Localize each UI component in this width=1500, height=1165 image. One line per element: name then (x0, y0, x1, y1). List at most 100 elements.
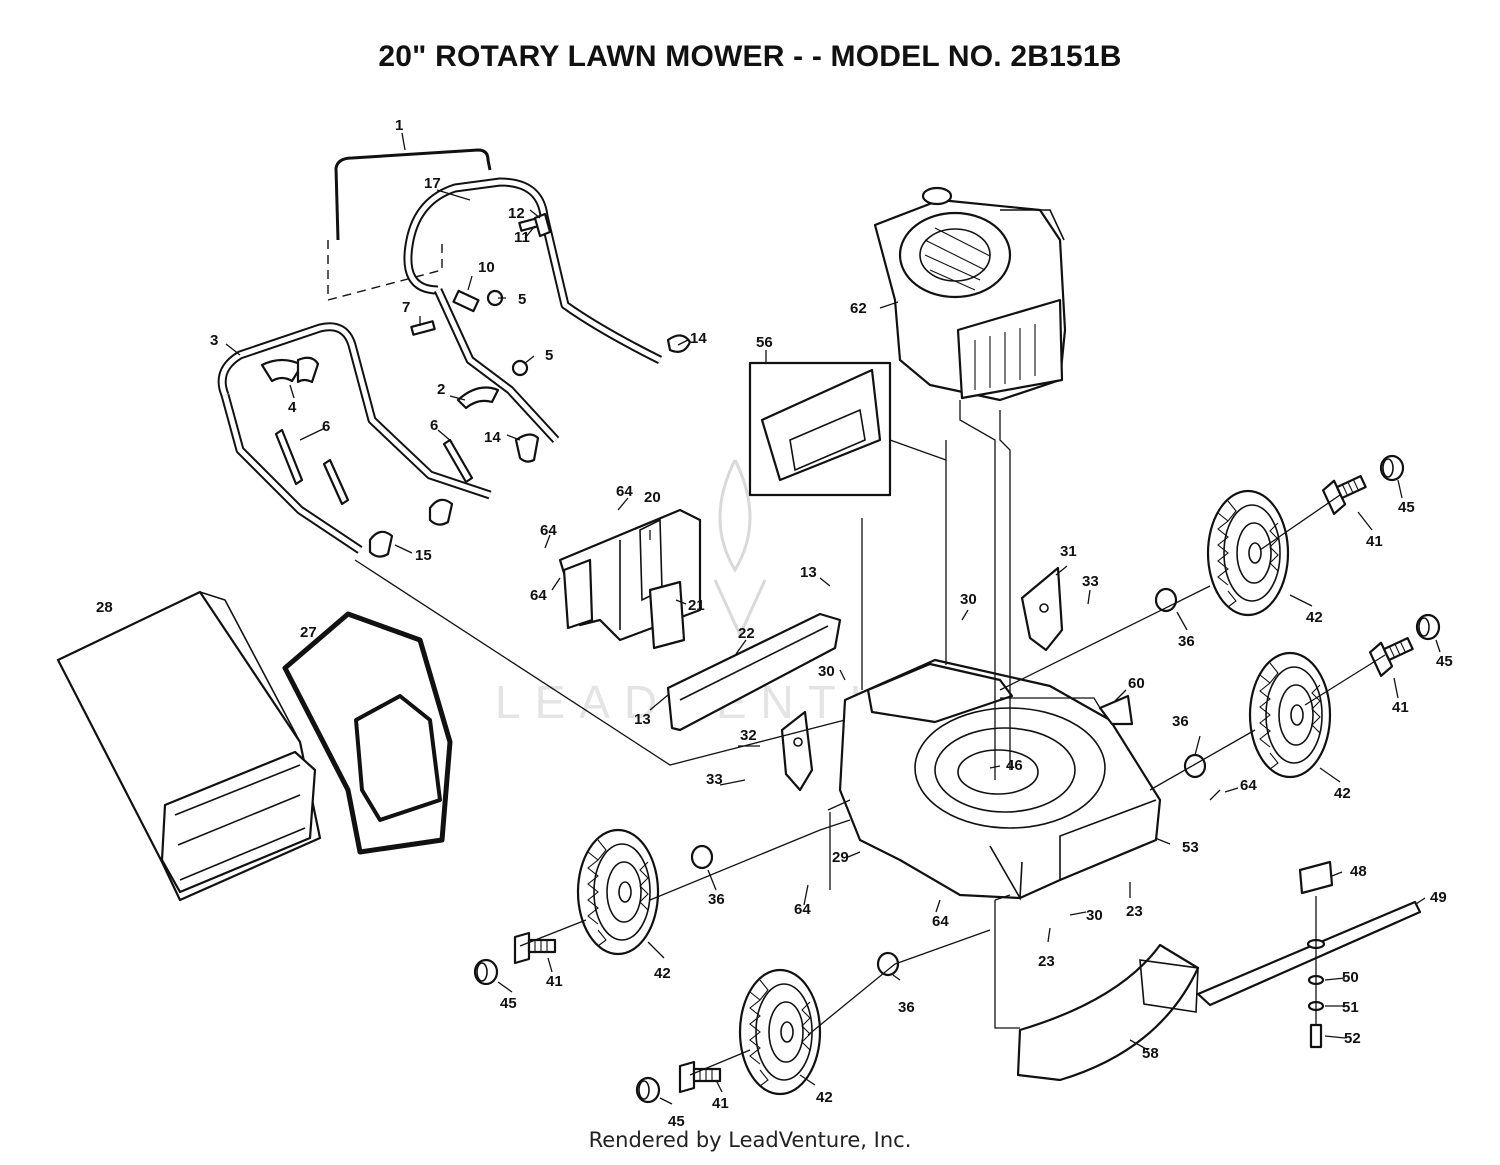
part-56-panel (748, 361, 892, 497)
callout-14-upper: 14 (690, 330, 707, 347)
part-22-hinge-plate (666, 612, 842, 732)
part-36-spacer-a (690, 844, 714, 870)
render-credit: Rendered by LeadVenture, Inc. (588, 1128, 912, 1152)
callout-41-front-left: 41 (546, 973, 563, 990)
callout-53: 53 (1182, 839, 1199, 856)
part-1-upper-handle (327, 148, 492, 301)
callout-33-left: 33 (706, 771, 723, 788)
part-62-engine (873, 186, 1067, 402)
callout-30-mid: 30 (818, 663, 835, 680)
callout-5-upper: 5 (518, 291, 526, 308)
callout-64-deck-right: 64 (1240, 777, 1257, 794)
callout-12: 12 (508, 205, 525, 222)
part-45-cap-d (1415, 613, 1441, 641)
part-42-wheel-rear-right (1248, 651, 1332, 779)
part-28-grass-bag (56, 590, 322, 902)
callout-5-lower: 5 (545, 347, 553, 364)
callout-56: 56 (756, 334, 773, 351)
part-42-wheel-rear-left (1206, 489, 1290, 617)
part-41-bolt-b (678, 1060, 722, 1094)
callout-1: 1 (395, 117, 403, 134)
callout-17: 17 (424, 175, 441, 192)
callout-41-rear-right: 41 (1392, 699, 1409, 716)
callout-64-front-mid: 64 (932, 913, 949, 930)
callout-15: 15 (415, 547, 432, 564)
callout-62: 62 (850, 300, 867, 317)
callout-42-front-left: 42 (654, 965, 671, 982)
callout-45-front-right: 45 (668, 1113, 685, 1130)
callout-36-front-right: 36 (898, 999, 915, 1016)
part-31-bracket (1020, 566, 1064, 652)
callout-64-top: 64 (616, 483, 633, 500)
part-41-bolt-c (1320, 468, 1372, 515)
callout-45-rear-left: 45 (1398, 499, 1415, 516)
part-36-spacer-d (1183, 753, 1207, 779)
callout-46: 46 (1006, 757, 1023, 774)
part-20-21-brackets (558, 508, 702, 650)
callout-13-upper: 13 (800, 564, 817, 581)
part-32-bracket (780, 710, 814, 792)
callout-20: 20 (644, 489, 661, 506)
callout-29: 29 (832, 849, 849, 866)
callout-36-rear-left: 36 (1178, 633, 1195, 650)
part-45-cap-b (635, 1076, 661, 1104)
part-45-cap-c (1379, 454, 1405, 482)
callout-23-left: 23 (1038, 953, 1055, 970)
callout-64-left: 64 (530, 587, 547, 604)
part-42-wheel-front-left (576, 828, 660, 956)
callout-48: 48 (1350, 863, 1367, 880)
callout-42-front-right: 42 (816, 1089, 833, 1106)
callout-41-front-right: 41 (712, 1095, 729, 1112)
callout-58: 58 (1142, 1045, 1159, 1062)
callout-41-rear-left: 41 (1366, 533, 1383, 550)
callout-23-right: 23 (1126, 903, 1143, 920)
callout-4: 4 (288, 399, 297, 416)
callout-64-front-left: 64 (794, 901, 811, 918)
callout-42-rear-right: 42 (1334, 785, 1351, 802)
callout-51: 51 (1342, 999, 1359, 1016)
callout-7: 7 (402, 299, 410, 316)
part-49-blade (1196, 860, 1422, 1049)
callout-30-bottom: 30 (1086, 907, 1103, 924)
callout-60: 60 (1128, 675, 1145, 692)
part-3-lower-handle (217, 322, 492, 554)
callout-30-top: 30 (960, 591, 977, 608)
handle-hardware (274, 212, 692, 558)
callout-42-rear-left: 42 (1306, 609, 1323, 626)
callout-45-front-left: 45 (500, 995, 517, 1012)
callout-leaders (225, 132, 1441, 1105)
callout-6-left: 6 (322, 418, 330, 435)
callout-52: 52 (1344, 1030, 1361, 1047)
part-42-wheel-front-right (738, 968, 822, 1096)
callout-64-mid: 64 (540, 522, 557, 539)
part-27-bag-frame (282, 611, 453, 855)
callout-14-lower: 14 (484, 429, 501, 446)
callout-2: 2 (437, 381, 445, 398)
diagram-title: 20" ROTARY LAWN MOWER - - MODEL NO. 2B15… (378, 40, 1122, 73)
callout-36-rear-right: 36 (1172, 713, 1189, 730)
part-17-handle-frame (403, 177, 663, 444)
callout-50: 50 (1342, 969, 1359, 986)
assembly-lines (354, 400, 1386, 1076)
part-41-bolt-d (1367, 630, 1419, 677)
part-45-cap-a (473, 958, 499, 986)
callout-45-rear-right: 45 (1436, 653, 1453, 670)
callout-49: 49 (1430, 889, 1447, 906)
callout-labels: 1 17 12 11 10 5 7 5 14 3 4 2 6 6 14 15 6… (96, 117, 1453, 1130)
part-60-decal (1098, 694, 1134, 726)
callout-31: 31 (1060, 543, 1077, 560)
callout-3: 3 (210, 332, 218, 349)
callout-21: 21 (688, 597, 705, 614)
callout-32: 32 (740, 727, 757, 744)
callout-11: 11 (514, 229, 530, 246)
part-58-baffle (1016, 943, 1200, 1082)
callout-33-right: 33 (1082, 573, 1099, 590)
callout-13-lower: 13 (634, 711, 651, 728)
part-41-bolt-a (513, 931, 557, 965)
callout-22: 22 (738, 625, 755, 642)
callout-27: 27 (300, 624, 317, 641)
callout-6-right: 6 (430, 417, 438, 434)
callout-28: 28 (96, 599, 113, 616)
part-53-deck (838, 658, 1162, 901)
